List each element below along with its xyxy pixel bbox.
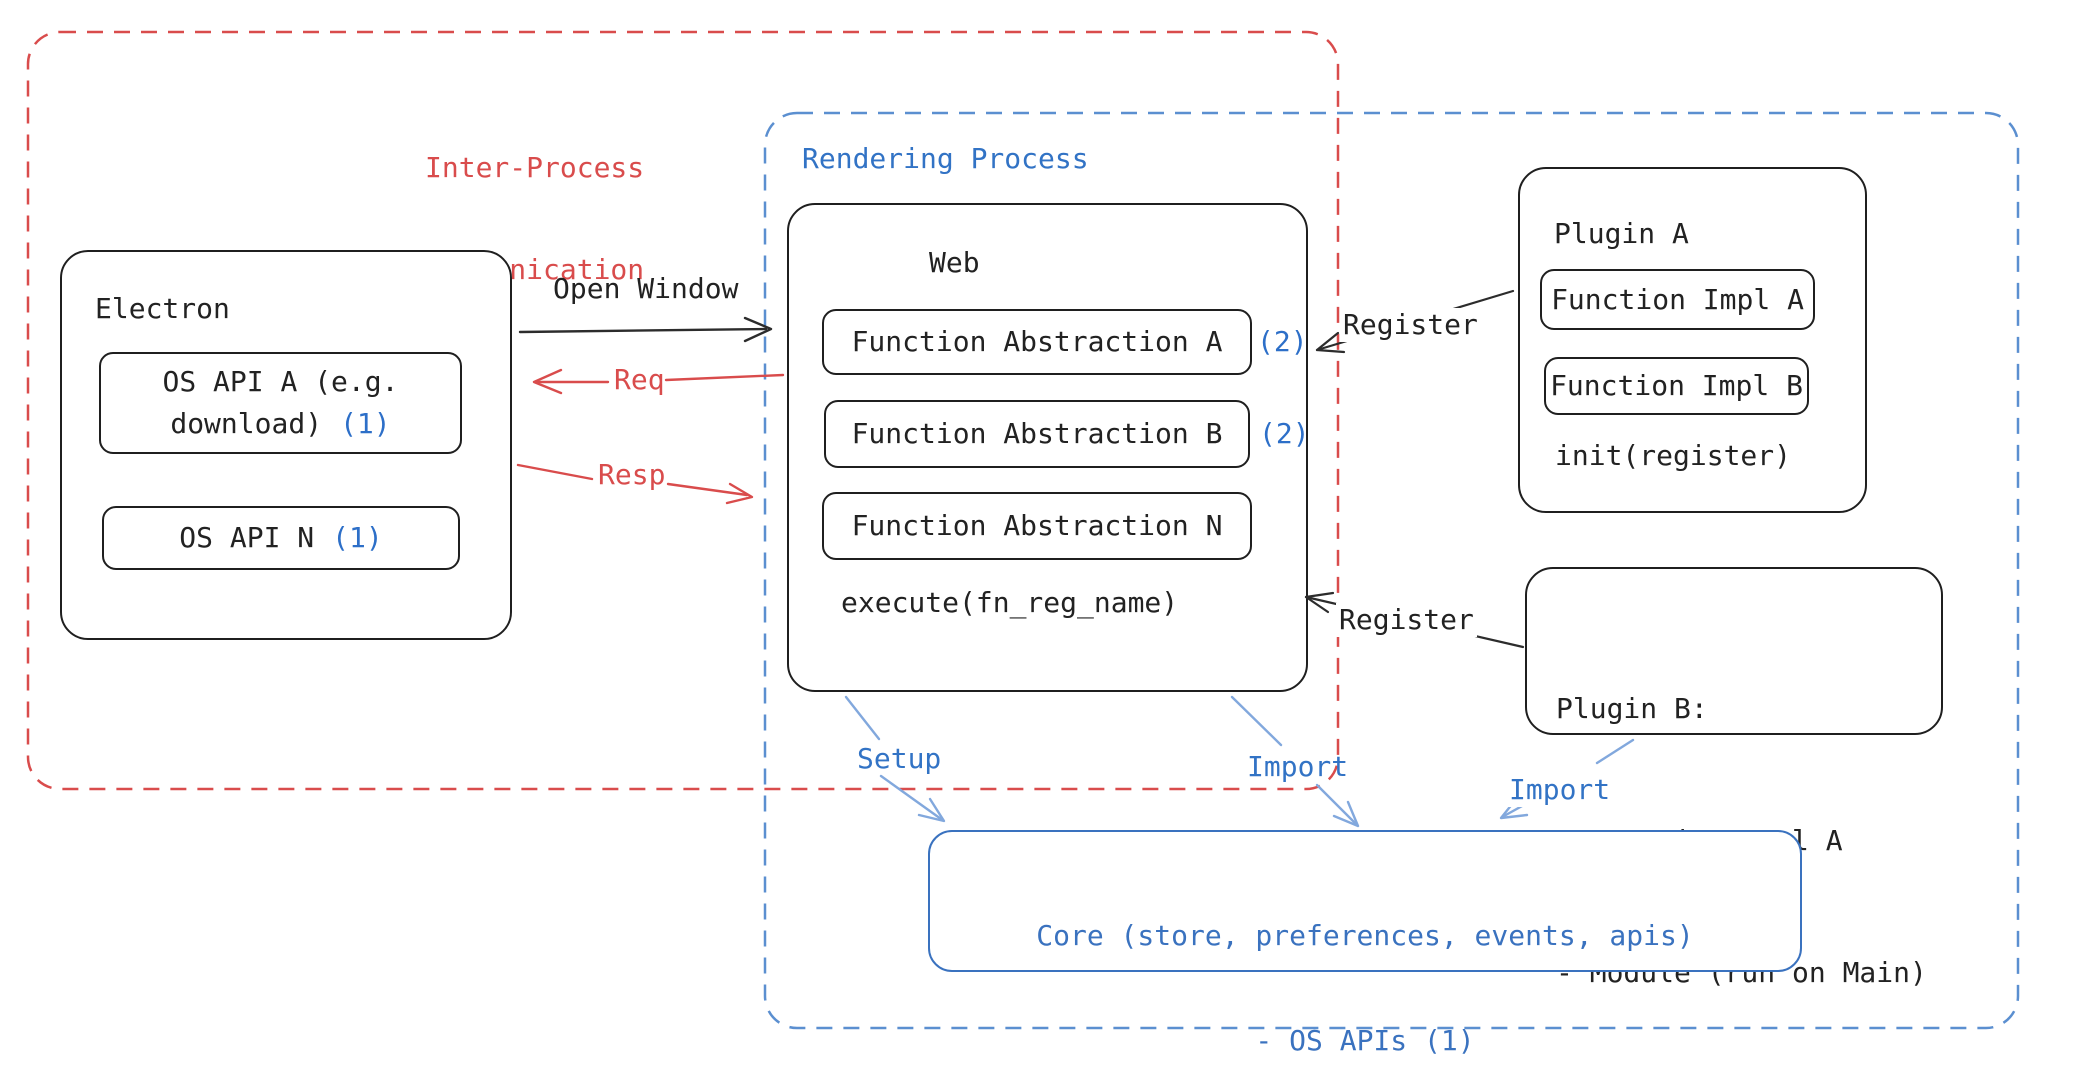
function-abstraction-a-box: Function Abstraction A: [822, 309, 1252, 375]
plugin-a-init-label: init(register): [1555, 439, 1792, 472]
core-item-1: - OS APIs (1): [1255, 1024, 1475, 1057]
function-abstraction-a-badge: (2): [1257, 325, 1308, 358]
plugin-a-box: Plugin A Function Impl A Function Impl B…: [1518, 167, 1867, 513]
execute-label: execute(fn_reg_name): [841, 586, 1179, 619]
os-api-a-badge: (1): [340, 407, 391, 440]
ipc-label-line1: Inter-Process: [425, 151, 645, 184]
function-abstraction-n-box: Function Abstraction N: [822, 492, 1252, 560]
electron-box: Electron OS API A (e.g. download)(1) OS …: [60, 250, 512, 640]
plugin-b-title: Plugin B:: [1556, 692, 1708, 725]
import-web-label: Import: [1247, 750, 1349, 783]
os-api-a-line2: download)(1): [170, 407, 391, 440]
function-impl-a-box: Function Impl A: [1540, 269, 1815, 330]
web-title: Web: [929, 246, 980, 279]
import-plugin-label: Import: [1506, 773, 1614, 807]
function-abstraction-b-box: Function Abstraction B: [824, 400, 1250, 468]
plugin-a-title: Plugin A: [1554, 217, 1689, 250]
register-b-label: Register: [1336, 603, 1477, 637]
req-label: Req: [614, 363, 665, 396]
web-box: Web Function Abstraction A (2) Function …: [787, 203, 1310, 692]
rendering-process-label: Rendering Process: [802, 142, 1089, 175]
os-api-a-box: OS API A (e.g. download)(1): [99, 352, 462, 454]
os-api-n-line: OS API N(1): [179, 521, 383, 554]
resp-label: Resp: [598, 458, 666, 491]
register-a-label: Register: [1340, 308, 1481, 342]
function-abstraction-b-badge: (2): [1259, 417, 1310, 450]
core-box: Core (store, preferences, events, apis) …: [928, 830, 1802, 1057]
os-api-a-line1: OS API A (e.g.: [162, 365, 399, 398]
open-window-label: Open Window: [553, 272, 739, 305]
plugin-b-box: Plugin B: - Function Impl A - Module (ru…: [1525, 567, 1943, 989]
setup-label: Setup: [857, 742, 942, 775]
ipc-boundary: [26, 30, 1340, 791]
rendering-boundary: [763, 111, 2020, 1030]
core-lines: Core (store, preferences, events, apis) …: [930, 848, 1800, 1066]
os-api-n-badge: (1): [332, 521, 383, 554]
function-impl-b-box: Function Impl B: [1544, 357, 1809, 415]
core-title: Core (store, preferences, events, apis): [1036, 919, 1694, 952]
electron-title: Electron: [95, 292, 230, 325]
os-api-n-box: OS API N(1): [102, 506, 460, 570]
